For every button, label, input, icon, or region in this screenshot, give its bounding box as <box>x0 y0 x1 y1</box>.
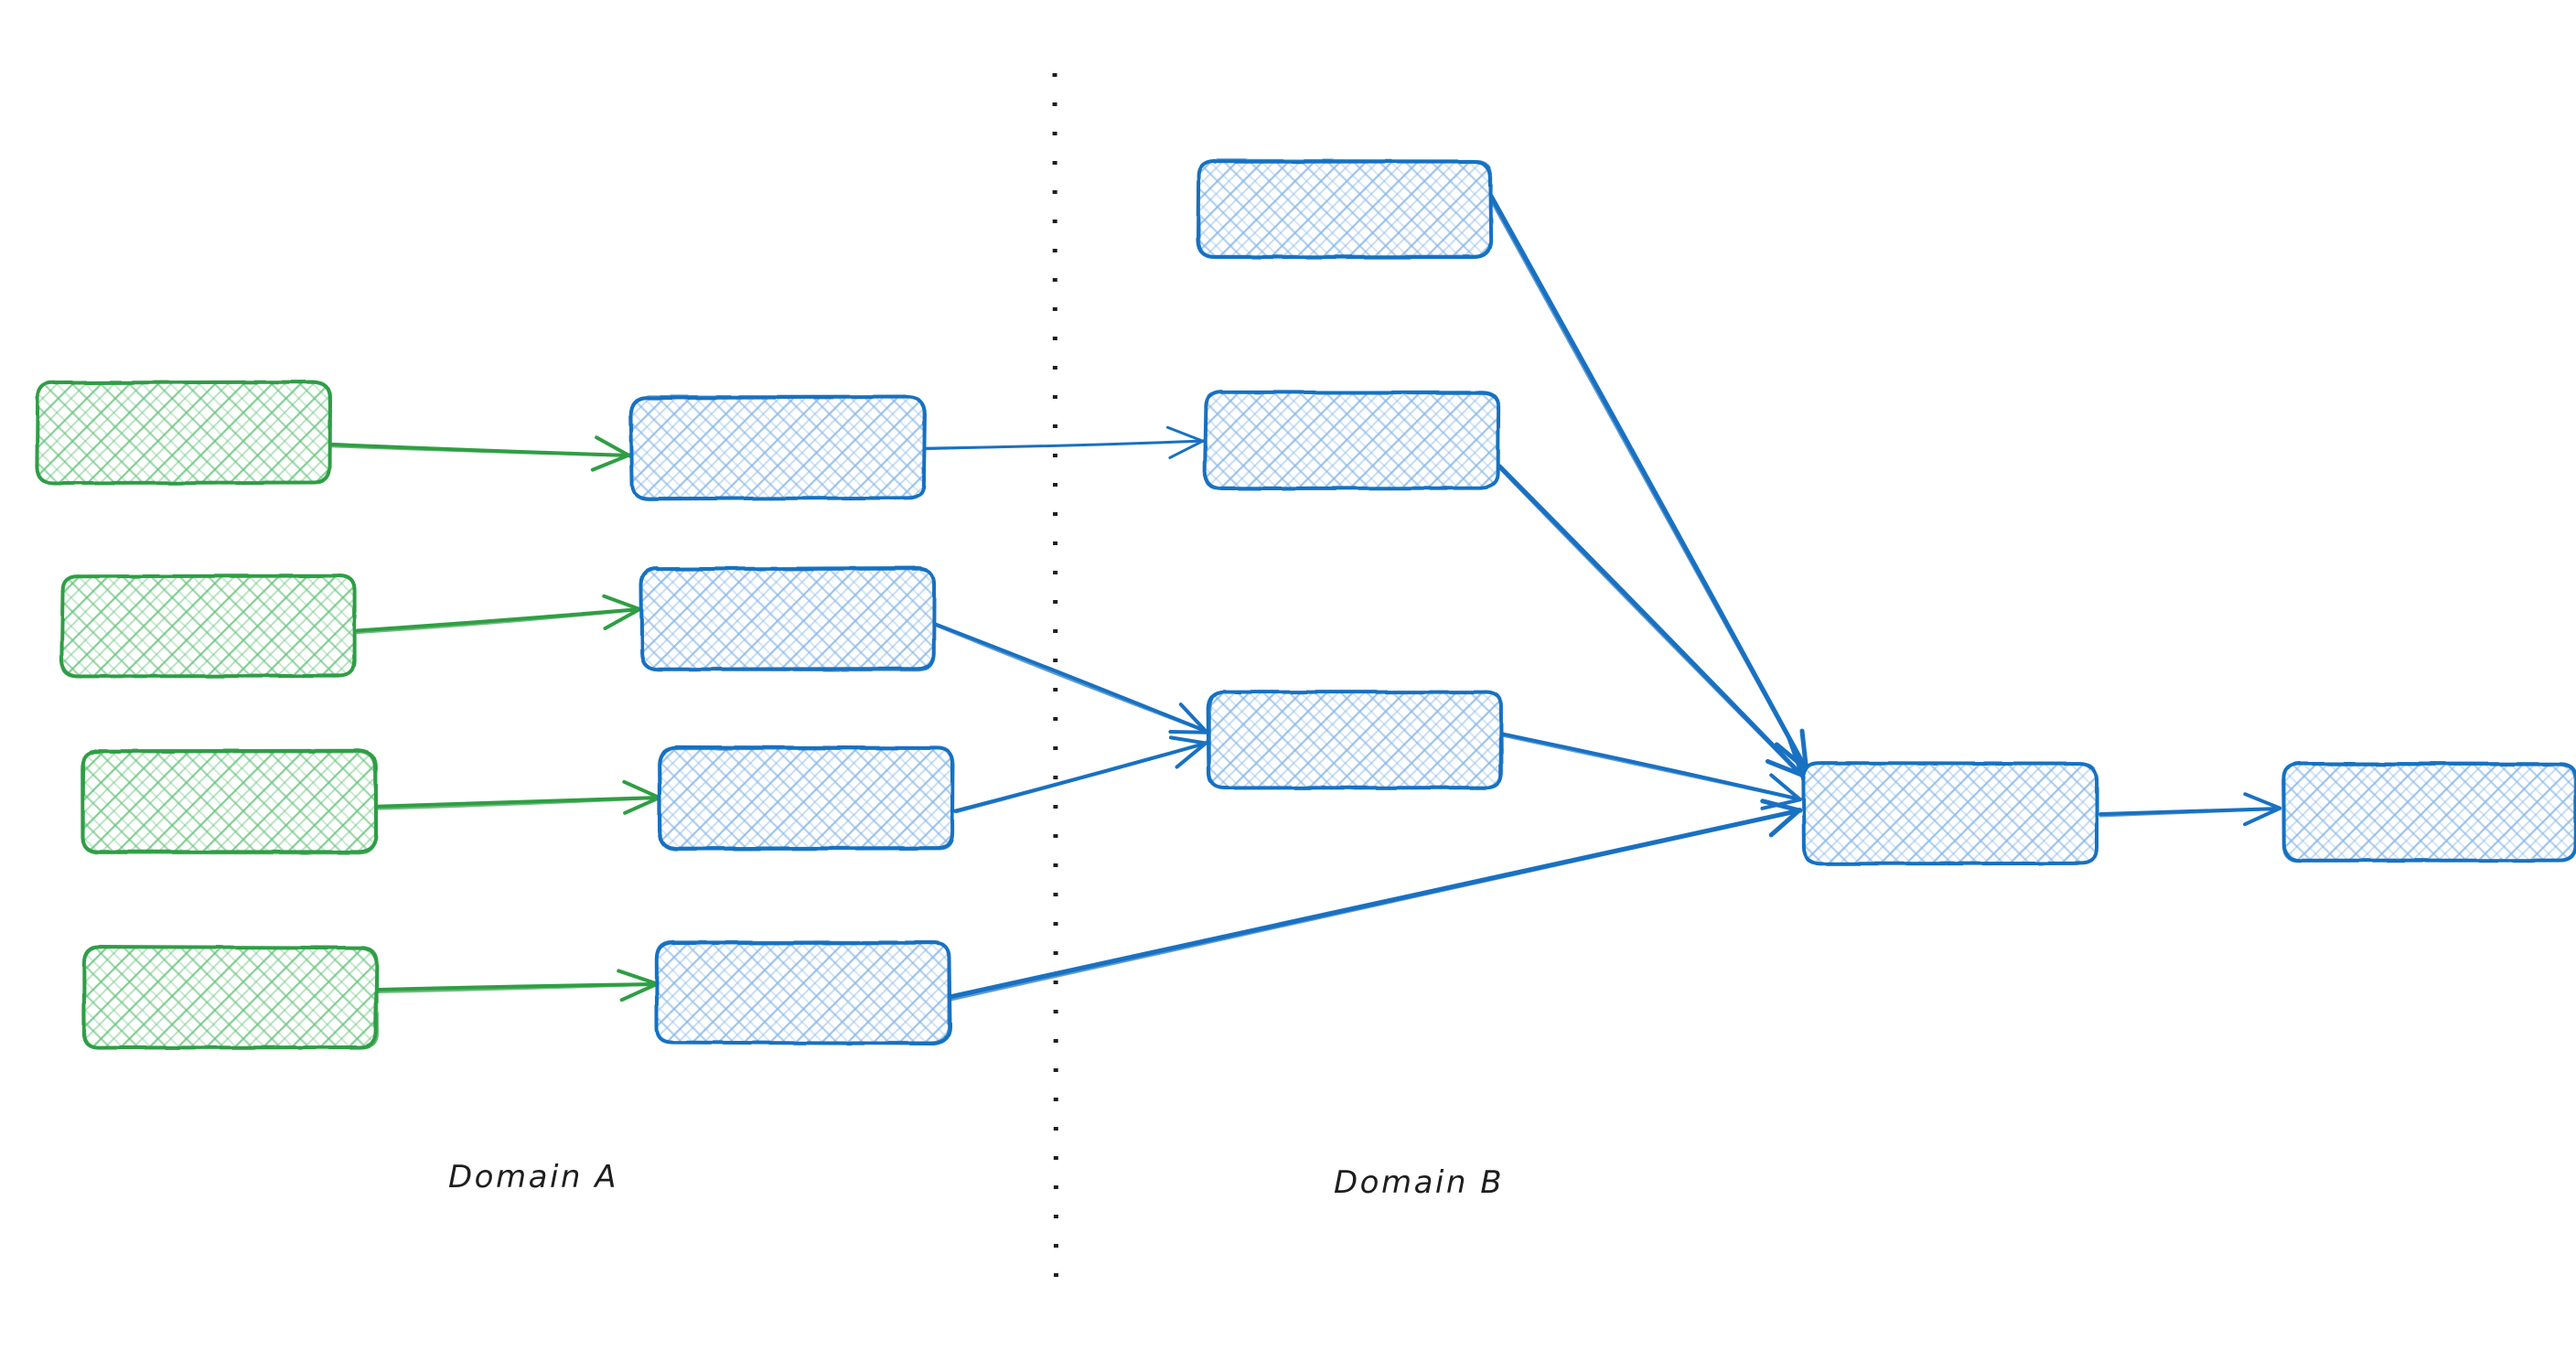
node-b4[interactable] <box>1801 761 2099 866</box>
node-a3[interactable] <box>80 748 379 855</box>
edge-e-a4-m4 <box>377 969 658 1002</box>
edge-e-a3-m3 <box>374 779 661 815</box>
edge-e-m2-b3 <box>934 622 1209 734</box>
divider-layer <box>1052 72 1058 1300</box>
node-b2[interactable] <box>1203 390 1501 491</box>
node-a4[interactable] <box>81 945 379 1050</box>
edge-e-m3-b3 <box>953 735 1209 814</box>
node-a2[interactable] <box>59 573 357 679</box>
edge-e-m4-b4 <box>948 799 1803 1002</box>
node-b5[interactable] <box>2281 761 2576 863</box>
label-domain-b: Domain B <box>1333 1164 1505 1201</box>
edge-e-m1-b2 <box>924 425 1207 459</box>
edge-e-b1-b4 <box>1487 193 1809 772</box>
node-b3[interactable] <box>1206 690 1504 790</box>
edge-e-b3-b4 <box>1501 732 1802 810</box>
node-m4[interactable] <box>654 939 952 1045</box>
edges-layer <box>329 193 2282 1002</box>
label-domain-a: Domain A <box>448 1159 618 1195</box>
node-m3[interactable] <box>657 745 955 852</box>
node-a1[interactable] <box>35 380 333 486</box>
edge-e-a2-m2 <box>355 594 643 635</box>
edge-e-b2-b4 <box>1497 464 1806 779</box>
node-m2[interactable] <box>639 566 937 672</box>
domain-divider <box>1052 72 1058 1300</box>
edge-e-a1-m1 <box>329 435 632 472</box>
node-m1[interactable] <box>628 394 927 501</box>
nodes-layer <box>35 158 2576 1050</box>
node-b1[interactable] <box>1196 158 1494 260</box>
edge-e-b4-b5 <box>2098 792 2282 827</box>
